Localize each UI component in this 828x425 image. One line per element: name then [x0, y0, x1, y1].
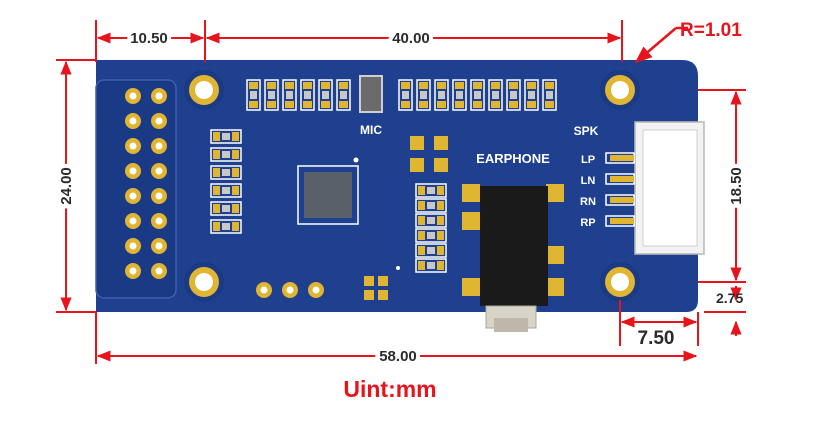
smd-pad-icon: [434, 158, 448, 172]
smd-part-icon: [506, 79, 521, 111]
speaker-pin-labels: LP LN RN RP: [580, 154, 596, 229]
header-pin-icon: [151, 188, 167, 204]
earphone-label: EARPHONE: [476, 151, 550, 166]
smd-part-icon: [398, 79, 413, 111]
dimension-board-height: 24.00: [58, 167, 75, 205]
smd-part-icon: [415, 198, 447, 213]
header-pin-icon: [125, 238, 141, 254]
smd-part-icon: [416, 79, 431, 111]
header-pin-icon: [125, 213, 141, 229]
smd-part-cluster: [410, 136, 448, 273]
dimension-speaker-span: 18.50: [728, 167, 745, 205]
mic-label: MIC: [360, 123, 382, 137]
dimension-corner-radius: R=1.01: [680, 20, 742, 41]
dimension-annotations: 10.50 40.00 R=1.01 24.00 18.50 2.75 7.50…: [54, 20, 749, 402]
header-pin-icon: [151, 238, 167, 254]
speaker-pin-label-rp: RP: [580, 217, 595, 229]
test-pad-icon: [256, 282, 272, 298]
header-pin-icon: [125, 163, 141, 179]
header-pin-icon: [151, 88, 167, 104]
microphone-icon: [359, 75, 383, 113]
smd-part-icon: [488, 79, 503, 111]
speaker-connector-icon: [605, 121, 705, 255]
smd-part-icon: [415, 213, 447, 228]
header-pin-icon: [151, 138, 167, 154]
header-pin-icon: [151, 263, 167, 279]
smd-part-icon: [210, 201, 242, 216]
connector-pin-icon: [605, 215, 635, 227]
header-pin-icon: [125, 88, 141, 104]
smd-part-icon: [434, 79, 449, 111]
test-pad-icon: [308, 282, 324, 298]
smd-part-icon: [210, 165, 242, 180]
smd-part-icon: [415, 258, 447, 273]
dimension-connector-width: 7.50: [638, 328, 675, 349]
smd-part-icon: [264, 79, 279, 111]
mounting-hole-icon: [600, 70, 640, 110]
dimension-line-corner-radius: [634, 27, 677, 64]
dimension-board-width: 58.00: [379, 348, 417, 365]
smd-part-icon: [210, 219, 242, 234]
qfn-chip-icon: [297, 157, 359, 225]
smd-part-icon: [415, 228, 447, 243]
dimension-edge-offset: 2.75: [716, 290, 743, 306]
smd-part-icon: [210, 129, 242, 144]
connector-pin-icon: [605, 152, 635, 164]
dimension-mount-spacing: 40.00: [392, 30, 430, 47]
smd-part-icon: [415, 243, 447, 258]
test-pad-icon: [282, 282, 298, 298]
speaker-pin-label-lp: LP: [581, 154, 595, 166]
mounting-hole-icon: [600, 262, 640, 302]
smd-capacitor-column: [210, 129, 242, 234]
spk-label: SPK: [574, 124, 599, 138]
smd-pad-icon: [434, 136, 448, 150]
speaker-pin-label-ln: LN: [581, 175, 596, 187]
smd-part-icon: [336, 79, 351, 111]
pin-header-icon: [95, 79, 177, 299]
smd-pad-icon: [410, 158, 424, 172]
smd-part-icon: [300, 79, 315, 111]
connector-pin-icon: [605, 173, 635, 185]
smd-pad-icon: [410, 136, 424, 150]
header-pin-icon: [151, 213, 167, 229]
dimension-offset-left: 10.50: [130, 30, 168, 47]
smd-part-icon: [282, 79, 297, 111]
smd-part-icon: [524, 79, 539, 111]
smd-part-icon: [210, 183, 242, 198]
connector-pin-icon: [605, 194, 635, 206]
smd-part-icon: [470, 79, 485, 111]
crystal-pads: [364, 266, 400, 300]
test-pad-row: [256, 282, 324, 298]
header-pin-icon: [125, 113, 141, 129]
header-pin-icon: [125, 188, 141, 204]
smd-part-icon: [415, 183, 447, 198]
speaker-pin-label-rn: RN: [580, 196, 596, 208]
header-pin-icon: [125, 263, 141, 279]
smd-part-icon: [246, 79, 261, 111]
header-pin-icon: [151, 163, 167, 179]
header-pin-icon: [125, 138, 141, 154]
mounting-hole-icon: [184, 262, 224, 302]
smd-resistor-row: [246, 79, 557, 111]
header-pin-icon: [151, 113, 167, 129]
smd-part-icon: [542, 79, 557, 111]
mounting-hole-icon: [184, 70, 224, 110]
units-label: Uint:mm: [343, 376, 436, 402]
smd-part-icon: [210, 147, 242, 162]
audio-jack-icon: [462, 184, 564, 332]
pcb-board: MIC EARPHONE SPK LP LN RN RP: [95, 60, 705, 332]
smd-part-icon: [318, 79, 333, 111]
smd-part-icon: [452, 79, 467, 111]
